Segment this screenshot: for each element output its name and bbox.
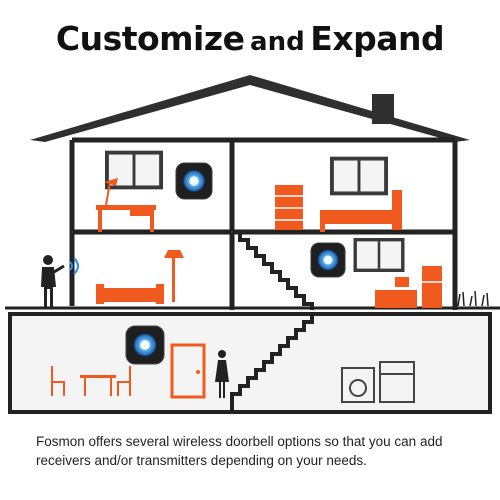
- caption-text: Fosmon offers several wireless doorbell …: [36, 434, 443, 468]
- house-walls: [69, 137, 458, 310]
- wireless-signal-icon: [69, 257, 79, 275]
- doorbell-receiver-icon: [125, 325, 165, 365]
- page-title: Customize and Expand: [0, 22, 500, 55]
- doorbell-receiver-icon: [175, 162, 213, 200]
- window: [352, 238, 406, 272]
- title-and: and: [250, 27, 305, 57]
- house-illustration: [5, 75, 500, 414]
- office-room: [96, 150, 163, 232]
- window: [330, 154, 388, 198]
- grass: [457, 290, 489, 307]
- living-room: [96, 250, 184, 304]
- title-customize: Customize: [55, 19, 245, 58]
- ground-and-basement: [5, 232, 500, 414]
- person-icon: [41, 255, 65, 307]
- doorbell-receiver-icon: [310, 242, 346, 278]
- title-expand: Expand: [310, 19, 445, 58]
- bedroom: [275, 154, 402, 232]
- kitchen: [310, 238, 442, 308]
- basement-room: [51, 325, 415, 403]
- roof: [30, 75, 470, 142]
- staircase: [230, 230, 314, 412]
